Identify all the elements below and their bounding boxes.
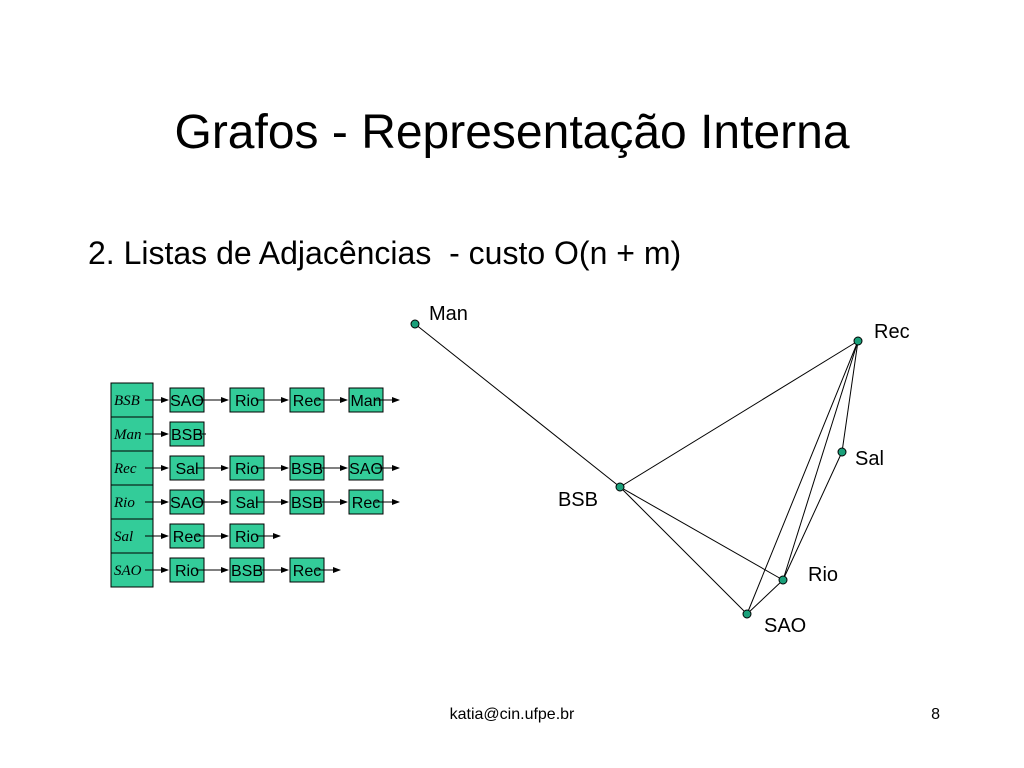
adjacency-row: Man BSB xyxy=(110,416,206,452)
neighbor-label: Rec xyxy=(293,393,321,410)
neighbor-label: BSB xyxy=(291,495,323,512)
graph-node-label: Rec xyxy=(874,321,910,343)
graph-node-label: Rio xyxy=(808,564,838,586)
graph-node xyxy=(837,447,847,457)
graph-node xyxy=(742,609,752,619)
neighbor-label: Man xyxy=(350,393,381,410)
graph-node-label: Sal xyxy=(855,448,884,470)
graph-edge xyxy=(746,579,784,615)
vertex-label: Sal xyxy=(114,529,133,545)
adjacency-row: Rio SAO Sal BSB Rec xyxy=(110,484,400,520)
neighbor-label: SAO xyxy=(170,393,204,410)
graph-node-label: BSB xyxy=(558,489,598,511)
neighbor-label: Rec xyxy=(173,529,201,546)
page-number: 8 xyxy=(931,706,940,723)
graph-edge xyxy=(619,486,784,581)
neighbor-label: SAO xyxy=(170,495,204,512)
neighbor-label: Rio xyxy=(235,393,259,410)
graph-node xyxy=(853,336,863,346)
adjacency-row: SAO Rio BSB Rec xyxy=(110,552,341,588)
graph-node xyxy=(778,575,788,585)
footer-email: katia@cin.ufpe.br xyxy=(449,706,575,723)
neighbor-label: Rec xyxy=(352,495,380,512)
vertex-label: Man xyxy=(113,427,142,443)
vertex-label: Rec xyxy=(113,461,137,477)
neighbor-label: Rec xyxy=(293,563,321,580)
vertex-label: BSB xyxy=(114,393,140,409)
vertex-label: SAO xyxy=(114,563,142,579)
neighbor-label: Sal xyxy=(175,461,198,478)
graph-edge xyxy=(841,340,859,453)
graph-node xyxy=(615,482,625,492)
graph-node-label: SAO xyxy=(764,615,806,637)
neighbor-label: Sal xyxy=(235,495,258,512)
graph-edge xyxy=(782,451,843,581)
adjacency-row: BSB SAO Rio Rec Man xyxy=(110,382,400,418)
graph-edges xyxy=(414,323,859,615)
neighbor-label: Rio xyxy=(235,461,259,478)
graph-edge xyxy=(782,340,859,581)
adjacency-row: Sal Rec Rio xyxy=(110,518,281,554)
graph-node xyxy=(410,319,420,329)
graph-edge xyxy=(619,340,859,488)
graph-edge xyxy=(619,486,748,615)
neighbor-label: Rio xyxy=(175,563,199,580)
graph-edge xyxy=(746,340,859,615)
neighbor-label: SAO xyxy=(349,461,383,478)
slide-subtitle: 2. Listas de Adjacências - custo O(n + m… xyxy=(88,235,682,271)
graph-node-label: Man xyxy=(429,303,468,325)
neighbor-label: BSB xyxy=(171,427,203,444)
neighbor-label: Rio xyxy=(235,529,259,546)
slide-title: Grafos - Representação Interna xyxy=(174,106,850,159)
vertex-label: Rio xyxy=(113,495,135,511)
graph-edge xyxy=(414,323,621,488)
neighbor-label: BSB xyxy=(291,461,323,478)
adjacency-row: Rec Sal Rio BSB SAO xyxy=(110,450,400,486)
neighbor-label: BSB xyxy=(231,563,263,580)
